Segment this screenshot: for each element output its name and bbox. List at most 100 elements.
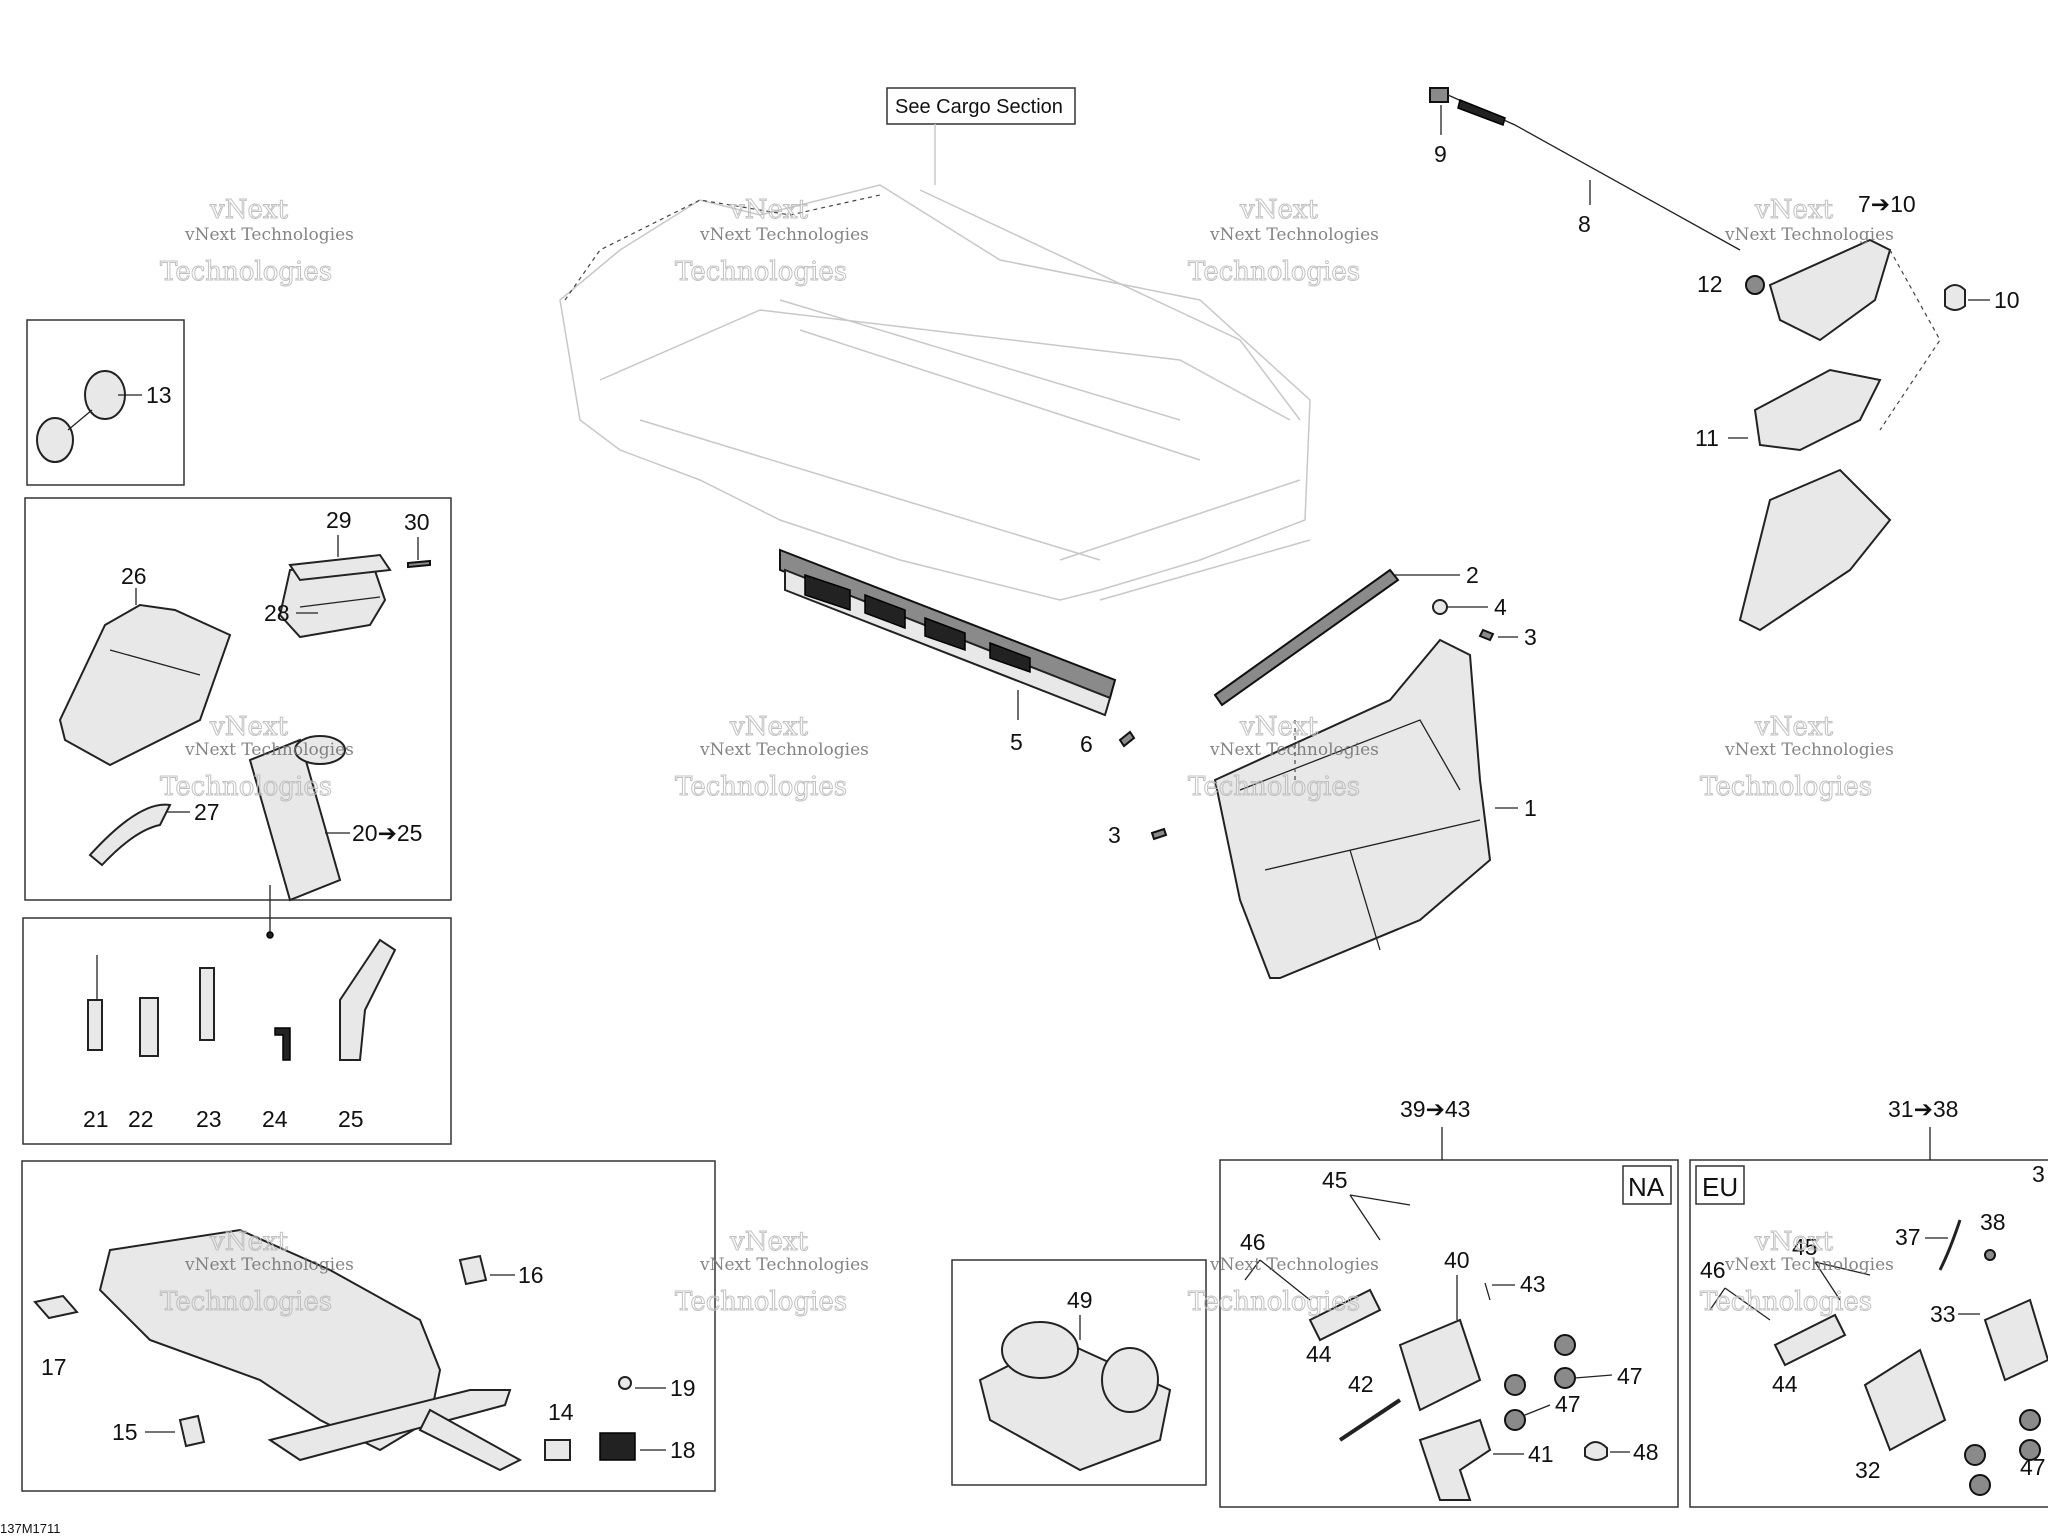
svg-text:Technologies: Technologies: [160, 772, 332, 802]
svg-text:vNext: vNext: [1754, 195, 1833, 225]
svg-text:Technologies: Technologies: [675, 1287, 847, 1317]
part-3-screw-low: [1150, 827, 1168, 841]
label-31-38: 31➔38: [1888, 1096, 1958, 1122]
svg-text:vNext: vNext: [729, 1227, 808, 1257]
panel-13-box: [26, 319, 185, 486]
part-17-decal: [33, 1294, 79, 1320]
label-33: 33: [1930, 1301, 1956, 1327]
label-3-top: 3: [1524, 624, 1537, 650]
label-40: 40: [1444, 1247, 1470, 1273]
svg-text:vNext Technologies: vNext Technologies: [699, 225, 869, 245]
part-33-eu: [1983, 1298, 2048, 1382]
label-47-na-low: 47: [1555, 1391, 1581, 1417]
svg-text:Technologies: Technologies: [675, 257, 847, 287]
label-8: 8: [1578, 211, 1591, 237]
part-26-tool-bag: [58, 603, 232, 767]
label-16: 16: [518, 1262, 544, 1288]
part-11-housing: [1738, 249, 1941, 632]
label-38: 38: [1980, 1209, 2006, 1235]
na-tag-box: [1622, 1165, 1672, 1205]
svg-text:vNext: vNext: [1239, 195, 1318, 225]
panel-tool-kit-box: [24, 497, 452, 901]
label-1: 1: [1524, 795, 1537, 821]
label-27: 27: [194, 799, 220, 825]
panel-winch-box: [951, 1259, 1207, 1486]
label-7-10: 7➔10: [1858, 191, 1916, 217]
svg-text:vNext Technologies: vNext Technologies: [699, 1255, 869, 1275]
svg-text:Technologies: Technologies: [675, 772, 847, 802]
svg-text:vNext Technologies: vNext Technologies: [184, 225, 354, 245]
svg-text:Technologies: Technologies: [1700, 1287, 1872, 1317]
label-43: 43: [1520, 1271, 1546, 1297]
svg-text:Technologies: Technologies: [1188, 1287, 1360, 1317]
svg-text:Technologies: Technologies: [160, 257, 332, 287]
svg-text:vNext Technologies: vNext Technologies: [1209, 740, 1379, 760]
label-44-eu: 44: [1772, 1371, 1798, 1397]
eu-tag-box: [1695, 1165, 1745, 1205]
label-13: 13: [146, 382, 172, 408]
part-4-washer: [1432, 599, 1448, 615]
part-14-label: [544, 1439, 571, 1461]
label-29: 29: [326, 507, 352, 533]
svg-text:vNext Technologies: vNext Technologies: [1724, 225, 1894, 245]
svg-text:vNext Technologies: vNext Technologies: [1724, 1255, 1894, 1275]
part-20-tool-roll: [248, 735, 346, 902]
part-24-allen-key: [274, 1027, 291, 1061]
panel-eu-box: [1689, 1159, 2048, 1508]
label-46-na: 46: [1240, 1229, 1266, 1255]
part-22-socket: [139, 997, 159, 1057]
label-22: 22: [128, 1106, 154, 1132]
part-8-harness: [1429, 87, 1741, 251]
part-18-pouch: [599, 1432, 636, 1461]
part-2-strip: [1213, 568, 1400, 707]
part-48-cap: [1584, 1441, 1608, 1461]
cargo-rack-ghost: [559, 184, 1311, 601]
label-2: 2: [1466, 562, 1479, 588]
snowmobile-outline: [98, 1228, 523, 1472]
label-32: 32: [1855, 1457, 1881, 1483]
label-25: 25: [338, 1106, 364, 1132]
label-12: 12: [1697, 271, 1723, 297]
part-13-mirror: [36, 370, 126, 463]
part-7-light: [1768, 238, 1892, 342]
svg-text:vNext: vNext: [729, 195, 808, 225]
label-14: 14: [548, 1399, 574, 1425]
svg-text:vNext Technologies: vNext Technologies: [1209, 1255, 1379, 1275]
label-26: 26: [121, 563, 147, 589]
label-6: 6: [1080, 731, 1093, 757]
svg-text:vNext: vNext: [1239, 712, 1318, 742]
svg-text:Technologies: Technologies: [1188, 257, 1360, 287]
label-42: 42: [1348, 1371, 1374, 1397]
part-23-wrench: [199, 967, 215, 1041]
part-19-clip: [618, 1376, 632, 1390]
svg-text:vNext: vNext: [209, 1227, 288, 1257]
part-44-eu: [1773, 1313, 1847, 1367]
svg-text:vNext Technologies: vNext Technologies: [699, 740, 869, 760]
svg-text:vNext Technologies: vNext Technologies: [184, 1255, 354, 1275]
svg-text:vNext Technologies: vNext Technologies: [184, 740, 354, 760]
part-6-pin: [1118, 730, 1136, 748]
label-9: 9: [1434, 141, 1447, 167]
label-47-eu: 47: [2020, 1454, 2046, 1480]
label-18: 18: [670, 1437, 696, 1463]
label-11: 11: [1695, 425, 1719, 451]
part-10-bulb: [1944, 284, 1966, 311]
part-49-winch: [978, 1321, 1172, 1472]
part-5-rail: [779, 548, 1117, 717]
eu-tag: EU: [1702, 1172, 1738, 1202]
label-24: 24: [262, 1106, 288, 1132]
label-28: 28: [264, 600, 290, 626]
part-27-strap: [88, 803, 172, 867]
label-4: 4: [1494, 594, 1507, 620]
drawing-number: 137M1711: [0, 1521, 60, 1536]
part-25-spanner: [339, 938, 397, 1061]
svg-text:vNext: vNext: [1754, 712, 1833, 742]
part-1-flap: [1213, 638, 1492, 979]
svg-text:vNext: vNext: [729, 712, 808, 742]
label-48: 48: [1633, 1439, 1659, 1465]
cargo-callout: See Cargo Section: [895, 96, 1063, 118]
label-45-na: 45: [1322, 1167, 1348, 1193]
part-3-screw-top: [1478, 628, 1495, 642]
part-16-decal: [458, 1254, 488, 1286]
